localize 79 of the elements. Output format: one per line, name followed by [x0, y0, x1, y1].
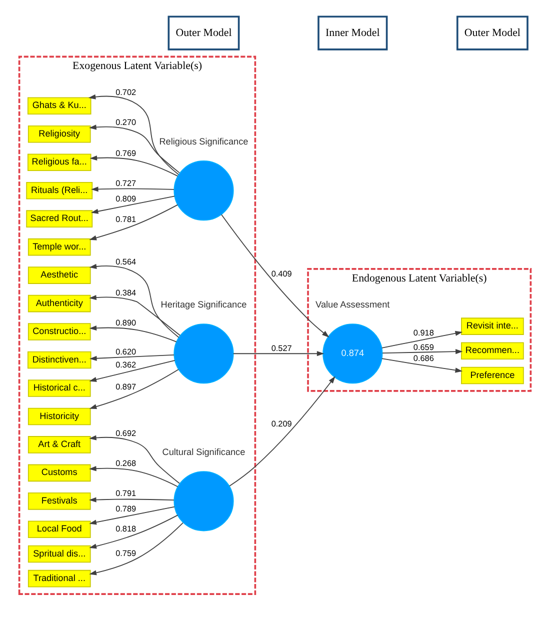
node-label: Value Assessment — [316, 300, 390, 310]
node-box: Constructio... — [28, 323, 91, 340]
edge-label: 0.527 — [271, 344, 292, 354]
edge-label: 0.918 — [413, 328, 434, 338]
arrow — [89, 466, 178, 488]
node-box: Aesthetic — [28, 266, 91, 284]
arrow — [89, 204, 178, 240]
node-circle — [174, 324, 234, 384]
arrow — [88, 497, 174, 502]
arrow — [89, 264, 180, 338]
arrow — [90, 186, 174, 192]
node-circle — [174, 471, 234, 532]
edge-label: 0.692 — [116, 428, 136, 438]
arrow — [89, 354, 174, 361]
node-label: Cultural Significance — [162, 447, 246, 458]
node-label: Religious Significance — [159, 136, 248, 147]
edge-label: 0.268 — [116, 458, 136, 468]
node-box: Authenticity — [28, 294, 91, 312]
edge-label: 0.409 — [271, 269, 292, 278]
node-circle — [174, 160, 234, 221]
node-box: Historicity — [28, 408, 91, 426]
node-label: Heritage Significance — [160, 300, 247, 310]
node-box: Outer Model — [456, 16, 528, 50]
arrow — [89, 325, 177, 342]
arrow — [89, 435, 180, 484]
arrow — [89, 124, 180, 174]
arrow — [89, 514, 178, 549]
node-box: Customs — [28, 464, 91, 482]
node-box: Local Food — [28, 520, 91, 538]
node-box: Inner Model — [318, 16, 388, 50]
edge-label: 0.890 — [116, 318, 136, 328]
edge-label: 0.620 — [116, 348, 136, 357]
edge-label: 0.789 — [116, 504, 136, 514]
node-box: Outer Model — [168, 16, 240, 50]
edge-label: 0.897 — [116, 382, 136, 392]
edge-label: 0.362 — [116, 360, 136, 370]
edge-label: 0.209 — [271, 420, 292, 429]
edge-label: 0.384 — [116, 288, 136, 298]
arrow — [89, 294, 180, 336]
arrow — [90, 155, 178, 177]
arrow — [232, 351, 324, 356]
arrow — [381, 330, 463, 348]
node-box: Art & Craft — [28, 436, 91, 454]
node-box: Sacred Rout... — [26, 210, 93, 228]
edge-label: 0.702 — [116, 88, 136, 98]
arrow — [89, 369, 179, 410]
node-box: Revisit inte... — [461, 318, 524, 335]
arrow — [90, 196, 176, 214]
node-box: Preference — [461, 366, 524, 384]
node-box: Historical c... — [28, 380, 91, 397]
edge-label: 0.809 — [116, 194, 136, 204]
node-box: Spritual dis... — [28, 545, 91, 563]
node-box: Festivals — [28, 492, 91, 510]
node-box: Distinctiven... — [28, 351, 92, 369]
edge-label: 0.270 — [116, 118, 136, 128]
node-box: Traditional ... — [28, 570, 91, 588]
arrow — [89, 522, 184, 576]
arrow — [229, 376, 336, 486]
arrow — [381, 358, 463, 373]
node-box: Religious fa... — [28, 154, 92, 172]
node-box: Rituals (Reli... — [26, 182, 93, 200]
arrow — [89, 506, 176, 525]
edge-label: 0.791 — [116, 488, 136, 498]
edge-label: 0.781 — [116, 214, 136, 224]
edge-label: 0.818 — [116, 524, 136, 534]
edge-label: 0.759 — [116, 549, 136, 558]
edge-label: 0.769 — [116, 149, 136, 158]
node-box: Ghats & Ku... — [28, 97, 92, 115]
node-box: Religiosity — [28, 125, 91, 143]
edge-label: 0.686 — [413, 354, 434, 364]
edge-label: 0.659 — [413, 343, 434, 352]
edge-label: 0.564 — [116, 258, 136, 267]
node-box: Temple wor... — [28, 238, 91, 256]
node-box: Recommen... — [461, 342, 524, 360]
arrow — [382, 349, 463, 354]
arrow — [221, 214, 330, 338]
arrow — [88, 94, 179, 175]
edge-label: 0.727 — [116, 179, 136, 188]
arrow — [89, 360, 176, 382]
